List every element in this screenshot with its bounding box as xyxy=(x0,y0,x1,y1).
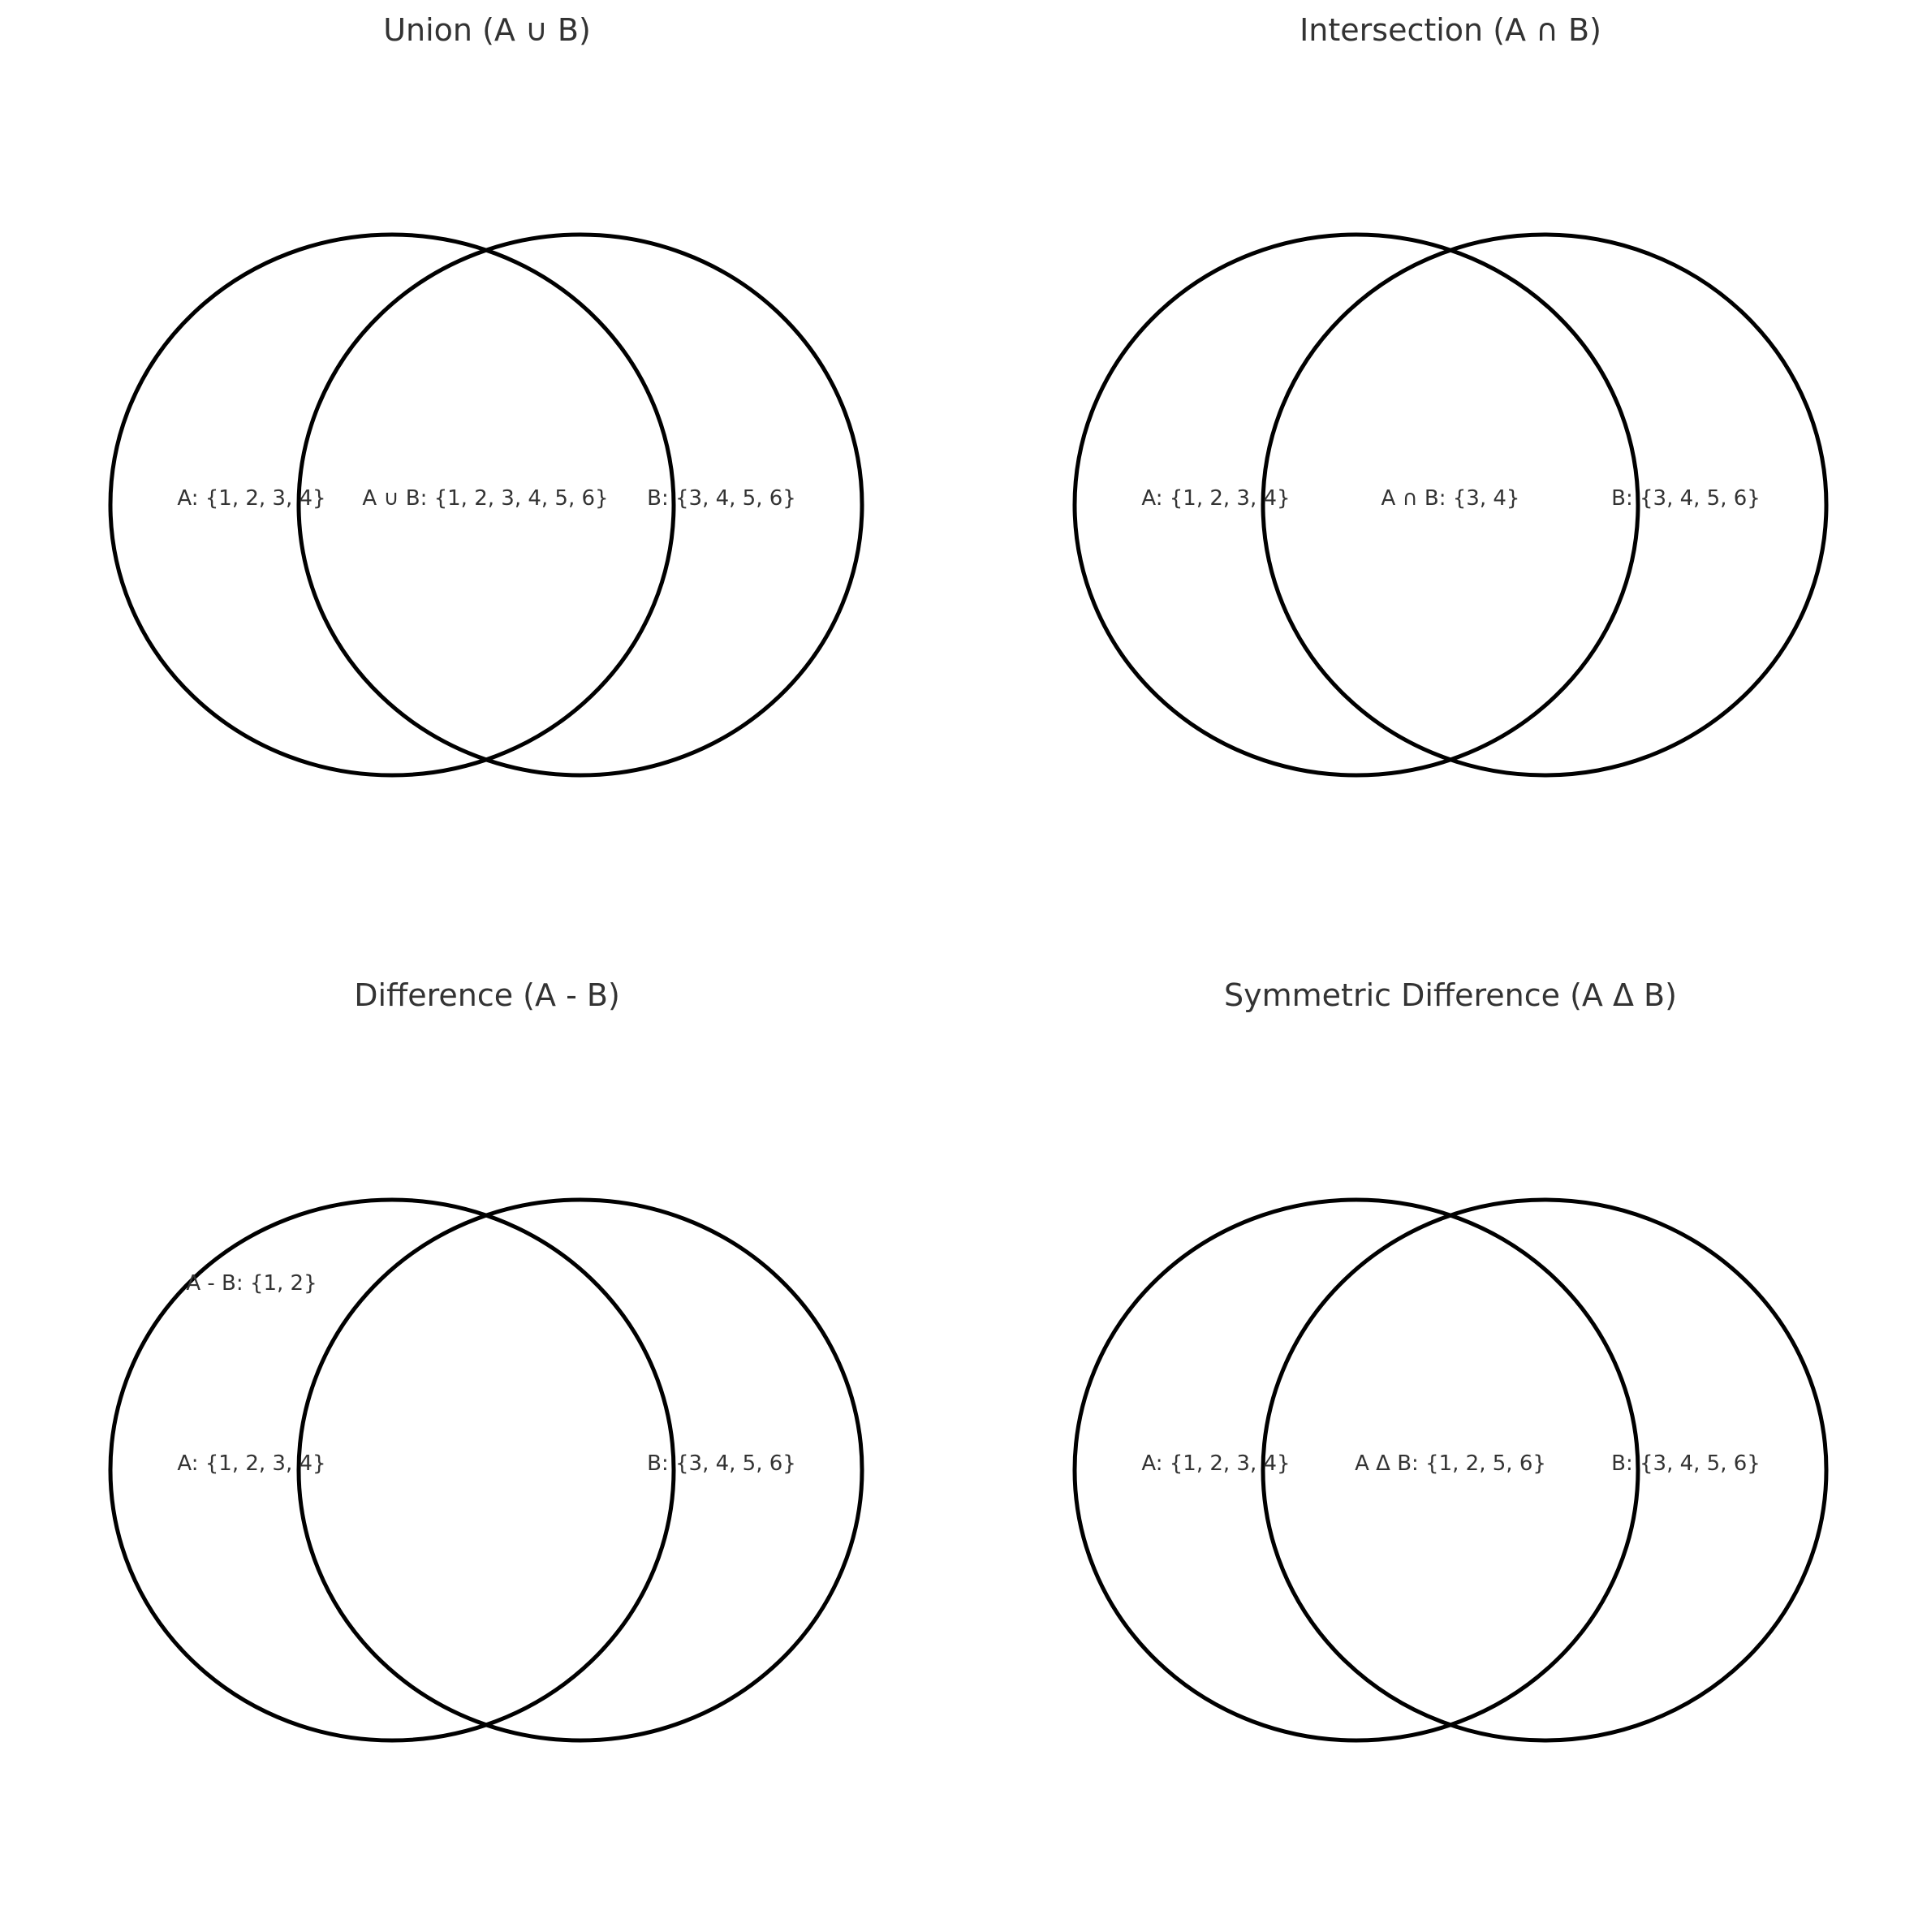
set-b-circle xyxy=(1261,1197,1829,1743)
set-a-label: A: {1, 2, 3, 4} xyxy=(177,486,325,511)
union-result-label: A ∪ B: {1, 2, 3, 4, 5, 6} xyxy=(362,486,608,511)
set-a-circle xyxy=(108,232,676,778)
panel-union: Union (A ∪ B) A: {1, 2, 3, 4} A ∪ B: {1,… xyxy=(108,12,864,778)
panel-intersection: Intersection (A ∩ B) A: {1, 2, 3, 4} A ∩… xyxy=(1072,12,1829,778)
panel-title-difference: Difference (A - B) xyxy=(354,977,620,1013)
set-a-circle xyxy=(108,1197,676,1743)
set-a-label: A: {1, 2, 3, 4} xyxy=(1141,486,1290,511)
intersection-result-label: A ∩ B: {3, 4} xyxy=(1381,486,1520,511)
set-a-label: A: {1, 2, 3, 4} xyxy=(1141,1451,1290,1476)
set-a-circle xyxy=(1072,1197,1640,1743)
panel-symmetric-difference: Symmetric Difference (A Δ B) A: {1, 2, 3… xyxy=(1072,977,1829,1743)
panel-title-union: Union (A ∪ B) xyxy=(383,12,591,48)
symmetric-difference-result-label: A Δ B: {1, 2, 5, 6} xyxy=(1355,1451,1546,1476)
set-b-label: B: {3, 4, 5, 6} xyxy=(1611,1451,1761,1476)
set-b-circle xyxy=(1261,232,1829,778)
difference-result-label: A - B: {1, 2} xyxy=(186,1271,317,1296)
panel-title-symmetric-difference: Symmetric Difference (A Δ B) xyxy=(1224,977,1677,1013)
set-b-label: B: {3, 4, 5, 6} xyxy=(647,486,796,511)
panel-title-intersection: Intersection (A ∩ B) xyxy=(1300,12,1601,48)
set-b-label: B: {3, 4, 5, 6} xyxy=(647,1451,796,1476)
set-a-label: A: {1, 2, 3, 4} xyxy=(177,1451,325,1476)
set-b-circle xyxy=(296,1197,864,1743)
set-b-label: B: {3, 4, 5, 6} xyxy=(1611,486,1761,511)
set-a-circle xyxy=(1072,232,1640,778)
set-b-circle xyxy=(296,232,864,778)
panel-difference: Difference (A - B) A - B: {1, 2} A: {1, … xyxy=(108,977,864,1743)
